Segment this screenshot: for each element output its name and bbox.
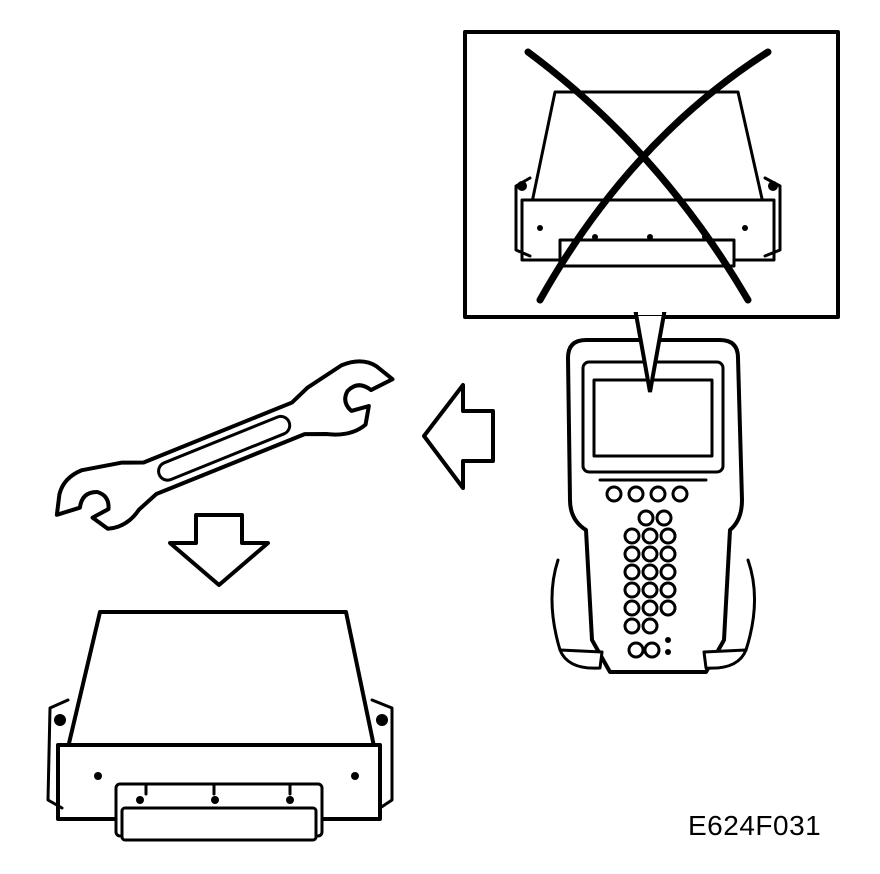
ecm-module-icon (46, 610, 394, 842)
figure-code-label: E624F031 (688, 810, 822, 841)
arrow-left-icon (422, 383, 495, 490)
callout-box (463, 30, 840, 319)
crossed-module-icon (514, 90, 782, 268)
scan-tool-buttons (605, 485, 689, 659)
scan-tool-icon (550, 309, 756, 674)
wrench-icon (54, 359, 395, 531)
arrow-down-icon (168, 513, 270, 587)
cross-out-icon (524, 48, 772, 304)
